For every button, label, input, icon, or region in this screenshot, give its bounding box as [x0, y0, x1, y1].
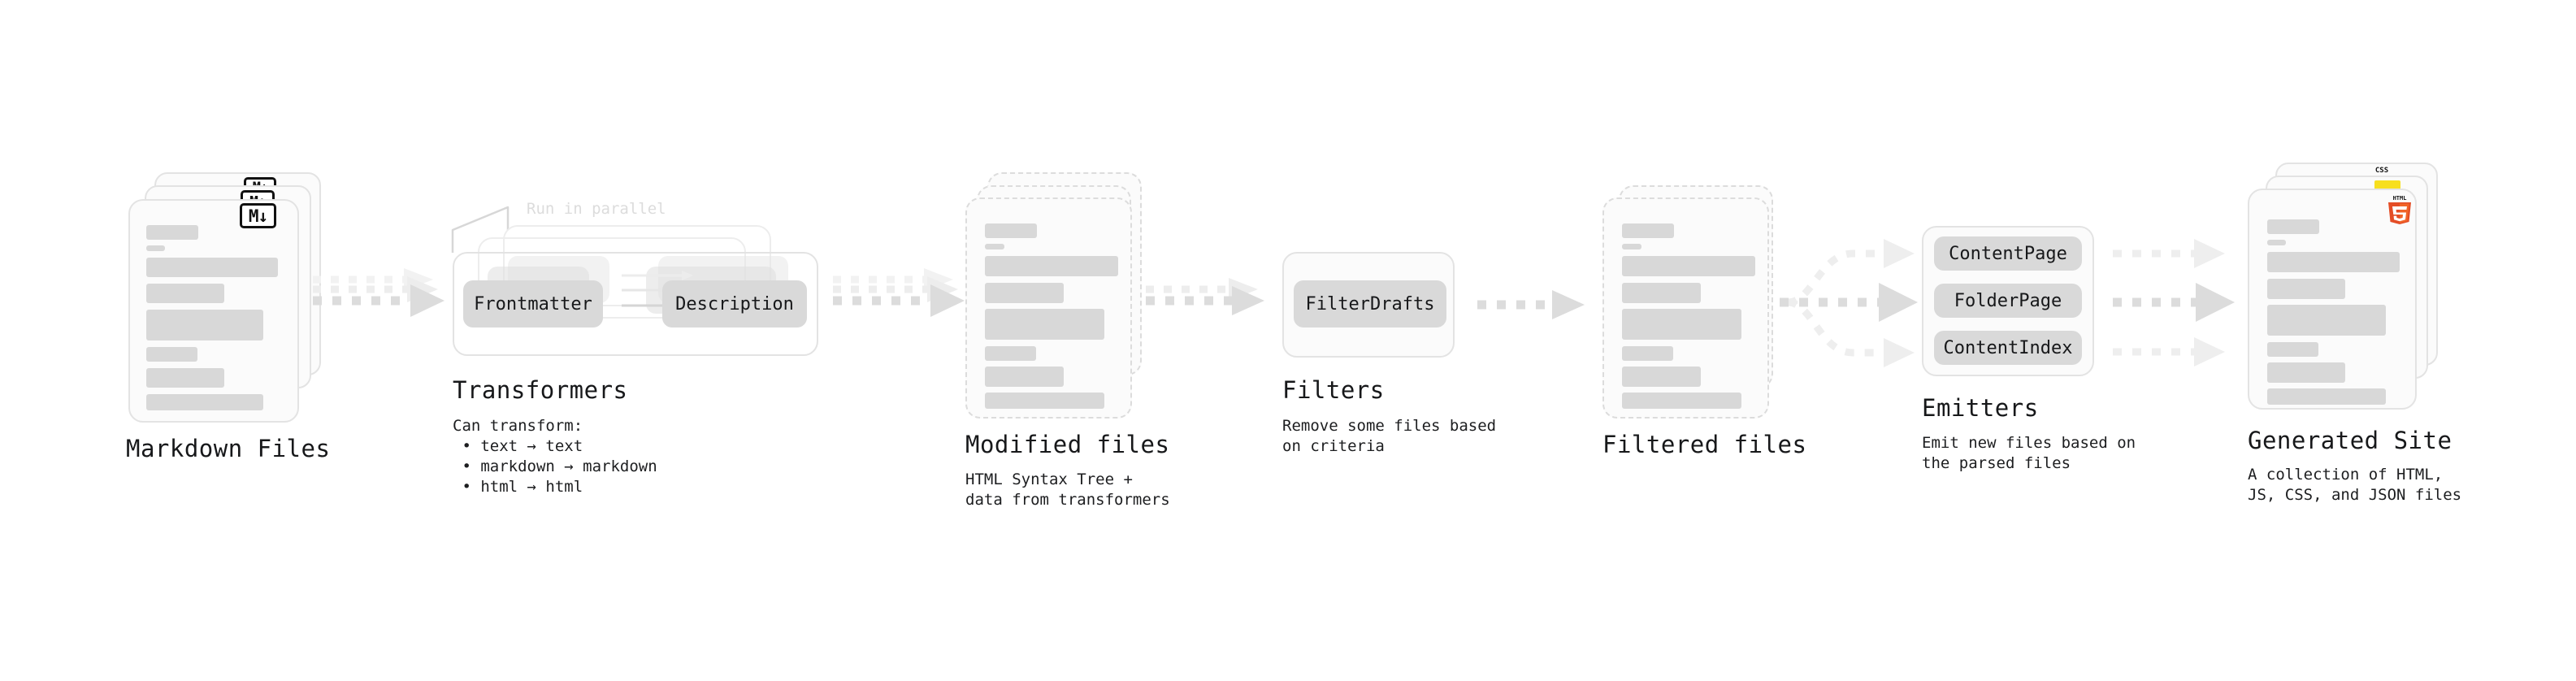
- skeleton-bar: [146, 225, 198, 240]
- site-subtitle-line-0: A collection of HTML,: [2248, 466, 2444, 484]
- skeleton-bar: [2267, 279, 2345, 299]
- stage-title-filtered-files: Filtered files: [1602, 431, 1807, 458]
- filter-chip-filterdrafts[interactable]: FilterDrafts: [1294, 280, 1446, 327]
- html5-icon: HTML: [2386, 193, 2413, 228]
- skeleton-bar: [2267, 219, 2319, 234]
- skeleton-bar: [1622, 256, 1755, 276]
- emitters-subtitle-line-0: Emit new files based on: [1922, 434, 2136, 452]
- skeleton-bar: [2267, 240, 2286, 245]
- skeleton-bar: [1622, 393, 1741, 409]
- site-card-front: [2248, 189, 2417, 410]
- skeleton-bar: [1622, 283, 1701, 303]
- skeleton-bar: [1622, 244, 1641, 249]
- transformer-chip-frontmatter[interactable]: Frontmatter: [463, 280, 603, 327]
- markdown-card-front: [128, 199, 299, 423]
- skeleton-bar: [146, 310, 263, 340]
- filters-subtitle-line-1: on criteria: [1282, 437, 1385, 455]
- emitter-chip-contentindex[interactable]: ContentIndex: [1934, 331, 2082, 365]
- filtered-card-front: [1602, 197, 1769, 419]
- skeleton-bar: [2267, 252, 2400, 272]
- stage-title-transformers: Transformers: [453, 376, 628, 404]
- stage-title-markdown-files: Markdown Files: [126, 435, 331, 462]
- stage-title-filters: Filters: [1282, 376, 1385, 404]
- modified-card-front: [965, 197, 1132, 419]
- skeleton-bar: [146, 245, 165, 251]
- skeleton-bar: [1622, 346, 1673, 361]
- skeleton-bar: [985, 244, 1004, 249]
- transformer-chip-description[interactable]: Description: [662, 280, 807, 327]
- connector-filtered-to-emitters: [1780, 229, 1934, 375]
- skeleton-bar: [1622, 367, 1701, 387]
- transformers-subtitle-line-3: • html → html: [453, 478, 583, 496]
- modified-subtitle-line-1: data from transformers: [965, 491, 1170, 509]
- skeleton-bar: [985, 256, 1118, 276]
- connector-filters-to-filtered: [1477, 288, 1599, 329]
- skeleton-bar: [2267, 388, 2386, 405]
- skeleton-bar: [146, 394, 263, 410]
- skeleton-bar: [1622, 309, 1741, 340]
- skeleton-bar: [1622, 223, 1674, 238]
- transformer-group: [453, 252, 818, 356]
- site-subtitle-line-1: JS, CSS, and JSON files: [2248, 486, 2462, 504]
- emitter-chip-folderpage[interactable]: FolderPage: [1934, 284, 2082, 318]
- skeleton-bar: [146, 284, 224, 303]
- transformers-subtitle-line-1: • text → text: [453, 437, 583, 455]
- stage-title-modified-files: Modified files: [965, 431, 1170, 458]
- markdown-icon: M↓: [240, 203, 276, 228]
- modified-subtitle-line-0: HTML Syntax Tree +: [965, 471, 1133, 488]
- filters-subtitle-line-0: Remove some files based: [1282, 417, 1497, 435]
- connector-emitters-to-site: [2113, 236, 2259, 382]
- skeleton-bar: [985, 223, 1037, 238]
- connector-modified-to-filters: [1146, 276, 1276, 333]
- run-in-parallel-bracket: [451, 199, 557, 256]
- skeleton-bar: [146, 368, 224, 388]
- stage-title-generated-site: Generated Site: [2248, 427, 2452, 454]
- skeleton-bar: [2267, 342, 2318, 357]
- skeleton-bar: [2267, 362, 2345, 383]
- svg-text:HTML: HTML: [2393, 195, 2407, 202]
- stage-title-emitters: Emitters: [1922, 394, 2039, 422]
- connector-transformers-to-modified: [833, 268, 971, 333]
- skeleton-bar: [985, 367, 1064, 387]
- skeleton-bar: [985, 393, 1104, 409]
- skeleton-bar: [985, 346, 1036, 361]
- emitter-chip-contentpage[interactable]: ContentPage: [1934, 236, 2082, 271]
- skeleton-bar: [2267, 305, 2386, 336]
- emitters-subtitle-line-1: the parsed files: [1922, 454, 2071, 472]
- transformers-subtitle-line-0: Can transform:: [453, 417, 583, 435]
- transformers-subtitle-line-2: • markdown → markdown: [453, 458, 657, 475]
- run-in-parallel-label: Run in parallel: [527, 200, 666, 218]
- connector-md-to-transformers: [313, 268, 451, 333]
- skeleton-bar: [985, 309, 1104, 340]
- skeleton-bar: [146, 258, 278, 277]
- skeleton-bar: [985, 283, 1064, 303]
- skeleton-bar: [146, 347, 197, 362]
